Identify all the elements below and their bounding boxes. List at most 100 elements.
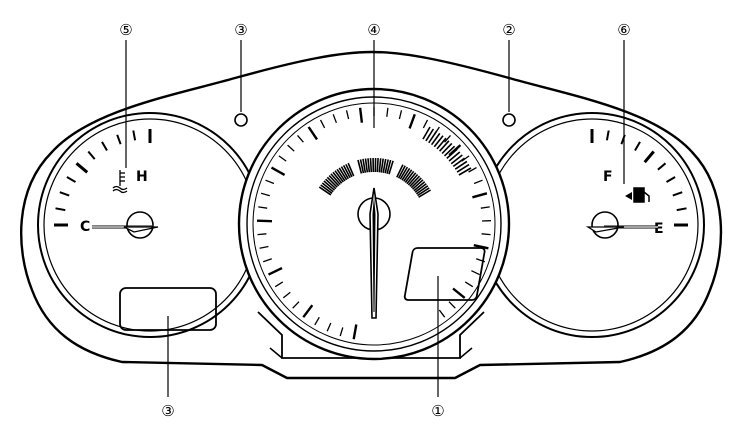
redzone-segment <box>446 148 458 159</box>
center-tick <box>481 233 491 236</box>
center-tick <box>473 244 489 250</box>
temperature-gauge-face <box>43 118 257 332</box>
callout-2-top: ② <box>502 21 515 39</box>
center-tick <box>270 166 286 176</box>
temperature-tick <box>75 162 89 174</box>
bar-segment <box>412 179 424 190</box>
center-tick <box>386 107 389 117</box>
bar-segment <box>406 172 417 185</box>
fuel-gauge-ticks <box>590 129 688 227</box>
digital-display <box>403 247 486 301</box>
fuel-needle <box>585 211 658 239</box>
bar-segment <box>397 165 406 179</box>
callout-6-fuel-gauge: ⑥ <box>617 21 630 39</box>
bar-segment <box>364 158 369 173</box>
bar-segment <box>410 177 422 189</box>
center-tick <box>282 291 291 299</box>
fuel-full-label: F <box>603 169 613 185</box>
temperature-gauge-rim <box>37 112 263 338</box>
callout-5-temp-gauge: ⑤ <box>119 21 132 39</box>
callout-1-bottom: ① <box>431 402 444 420</box>
callout-4-tachometer: ④ <box>367 21 380 39</box>
center-tick <box>408 113 416 129</box>
bar-segment <box>325 178 337 190</box>
bar-segment <box>413 181 426 192</box>
center-tick <box>448 301 456 309</box>
bar-segment <box>369 158 373 173</box>
callout-leader-lines <box>125 40 625 397</box>
center-tick <box>444 134 451 143</box>
bar-segment <box>407 173 419 186</box>
bar-segment <box>320 184 333 194</box>
center-tick <box>352 324 358 340</box>
temperature-tick <box>87 150 96 160</box>
redzone-segment <box>439 140 450 152</box>
temperature-tick <box>55 207 66 212</box>
center-tick <box>452 287 466 299</box>
center-tick <box>274 281 284 288</box>
temperature-tick <box>132 130 137 141</box>
bar-segment <box>338 167 348 181</box>
callout-3-bottom: ③ <box>161 402 174 420</box>
bar-segment <box>347 162 355 177</box>
temperature-tick <box>66 176 77 183</box>
temperature-needle <box>92 211 159 239</box>
fuel-tick <box>672 191 683 197</box>
redzone-segment <box>443 145 456 157</box>
center-tick <box>287 144 295 152</box>
redzone-segment <box>441 142 453 155</box>
center-tick <box>326 322 332 332</box>
center-tick <box>473 179 483 185</box>
redzone-segment <box>425 128 435 142</box>
bar-segment <box>388 160 394 175</box>
redzone-segment <box>422 126 431 140</box>
fuel-tick <box>605 130 610 141</box>
center-tick <box>256 219 273 223</box>
center-tick <box>258 206 268 209</box>
center-tick <box>438 309 446 318</box>
center-tick <box>464 281 474 288</box>
redzone-segment <box>436 137 447 150</box>
temperature-hot-label: H <box>136 169 148 185</box>
redzone-segment <box>458 167 472 176</box>
center-tick <box>471 270 480 276</box>
bar-segment <box>380 158 384 173</box>
center-tick <box>259 245 269 249</box>
bar-segment <box>359 159 365 174</box>
fuel-tick <box>643 150 655 164</box>
temperature-tick <box>101 141 108 152</box>
fuel-tick <box>665 176 676 183</box>
lower-bezel-step <box>269 347 473 359</box>
redzone-segment <box>454 160 468 170</box>
fuel-tick <box>634 141 641 152</box>
bar-segment <box>332 171 343 184</box>
center-tick <box>267 267 283 276</box>
bar-segment <box>328 175 340 187</box>
bar-segment <box>318 186 332 196</box>
bar-segment <box>399 166 409 180</box>
bar-segment <box>323 180 336 191</box>
redzone-segment <box>433 135 444 148</box>
redzone-segment <box>428 130 438 144</box>
temperature-cold-label: C <box>80 219 90 235</box>
center-tick <box>422 119 429 129</box>
bar-segment <box>362 158 367 173</box>
bar-segment <box>376 158 379 173</box>
center-tick <box>302 304 314 318</box>
center-tick <box>345 110 350 120</box>
redzone-segment <box>456 163 470 173</box>
bar-segment <box>321 182 334 193</box>
center-tick <box>257 233 267 236</box>
fuel-tick <box>657 162 667 171</box>
redzone-segment <box>430 132 441 146</box>
fuel-pump-icon <box>633 187 650 203</box>
bar-segment <box>409 175 421 187</box>
bar-segment <box>382 158 387 173</box>
bar-segment <box>384 159 389 174</box>
center-tick <box>307 126 318 141</box>
bar-segment <box>403 169 413 182</box>
center-tick <box>260 192 270 197</box>
center-tick <box>339 327 344 337</box>
callout-3-top: ③ <box>234 21 247 39</box>
coolant-temperature-icon <box>112 170 128 194</box>
